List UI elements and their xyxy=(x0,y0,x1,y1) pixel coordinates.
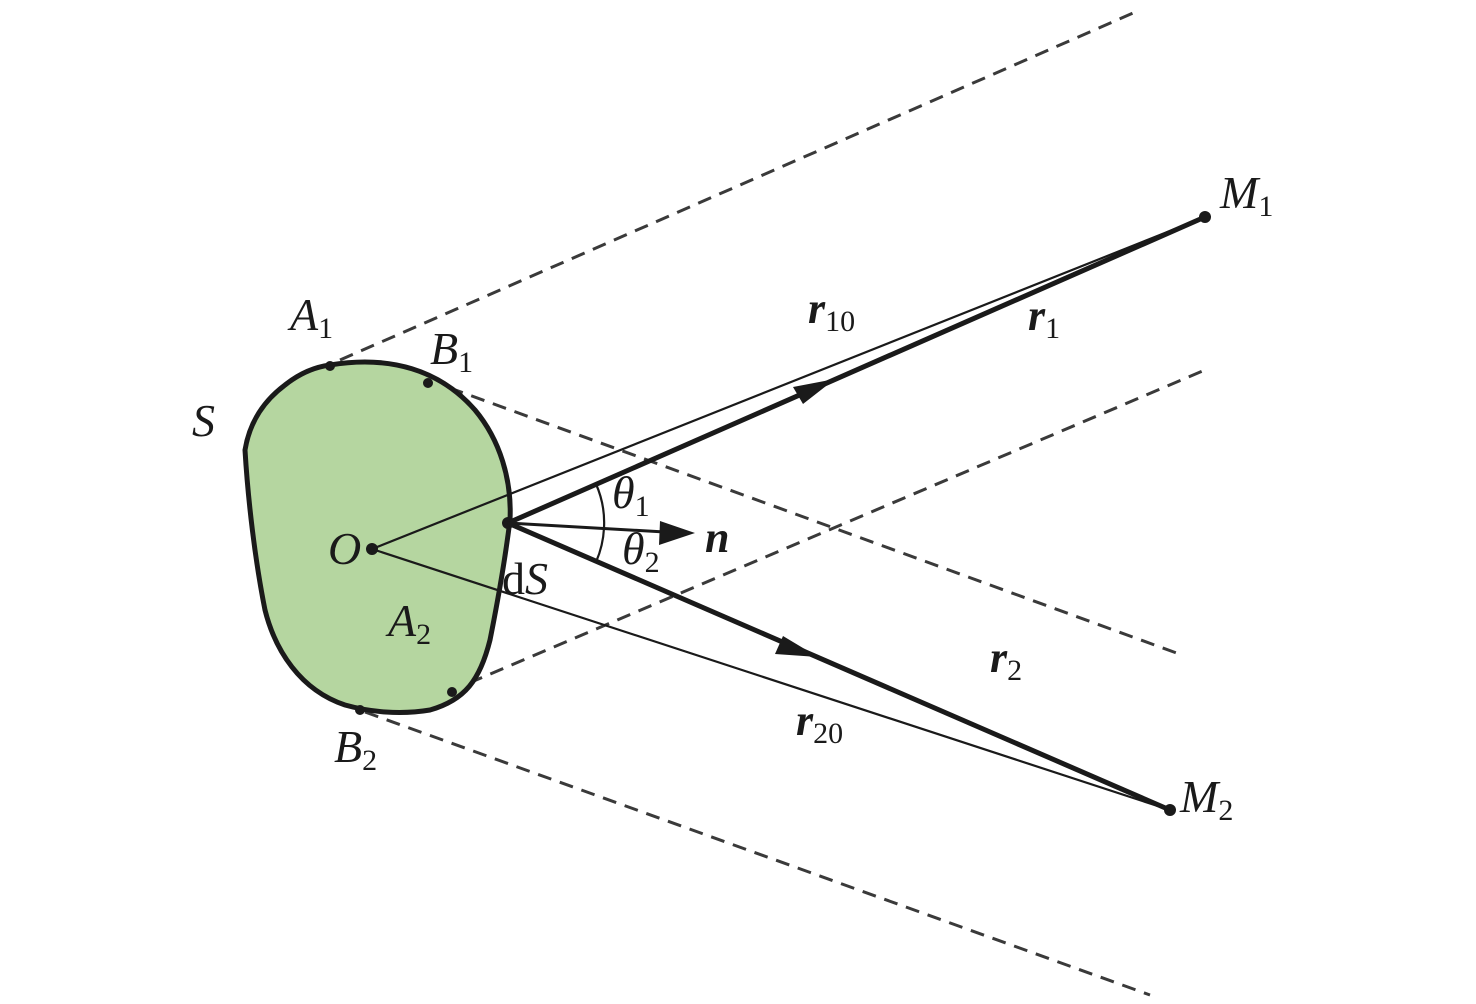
point-b1 xyxy=(423,378,433,388)
point-a1 xyxy=(325,361,335,371)
vector-r2-line xyxy=(507,520,1171,813)
arrow-r1 xyxy=(793,379,835,404)
arrow-n xyxy=(659,521,695,545)
normal-n-line xyxy=(507,521,666,534)
vector-r20-line xyxy=(371,547,1171,812)
label-r2: r2 xyxy=(990,633,1022,687)
label-b2: B2 xyxy=(334,721,377,777)
arrow-r2 xyxy=(775,636,818,657)
label-a2: A2 xyxy=(385,595,431,651)
label-r10: r10 xyxy=(808,284,855,338)
label-s: S xyxy=(192,395,215,446)
vector-r10-line xyxy=(371,215,1206,551)
vector-r1-line xyxy=(506,214,1207,526)
label-theta2: θ2 xyxy=(622,523,660,579)
label-theta1: θ1 xyxy=(612,467,650,523)
label-r1: r1 xyxy=(1028,291,1060,345)
label-o: O xyxy=(328,523,361,574)
angle-arc-theta2 xyxy=(594,527,606,563)
label-m2: M2 xyxy=(1179,771,1233,827)
dashed-tangent-b1 xyxy=(427,378,1183,657)
angle-arc-theta1 xyxy=(594,483,606,529)
point-m2 xyxy=(1164,804,1176,816)
dashed-tangent-a1 xyxy=(339,8,1141,362)
label-m1: M1 xyxy=(1219,167,1273,223)
dashed-tangent-a2 xyxy=(447,368,1206,694)
label-r20: r20 xyxy=(796,696,843,750)
point-a2 xyxy=(447,687,457,697)
label-ds: dS xyxy=(502,553,548,604)
label-a1: A1 xyxy=(287,289,333,345)
region-s xyxy=(242,359,513,715)
point-b2 xyxy=(355,705,365,715)
dashed-tangent-b2 xyxy=(364,710,1151,997)
label-n: n xyxy=(705,513,729,562)
label-b1: B1 xyxy=(430,323,473,379)
point-m1 xyxy=(1199,211,1211,223)
